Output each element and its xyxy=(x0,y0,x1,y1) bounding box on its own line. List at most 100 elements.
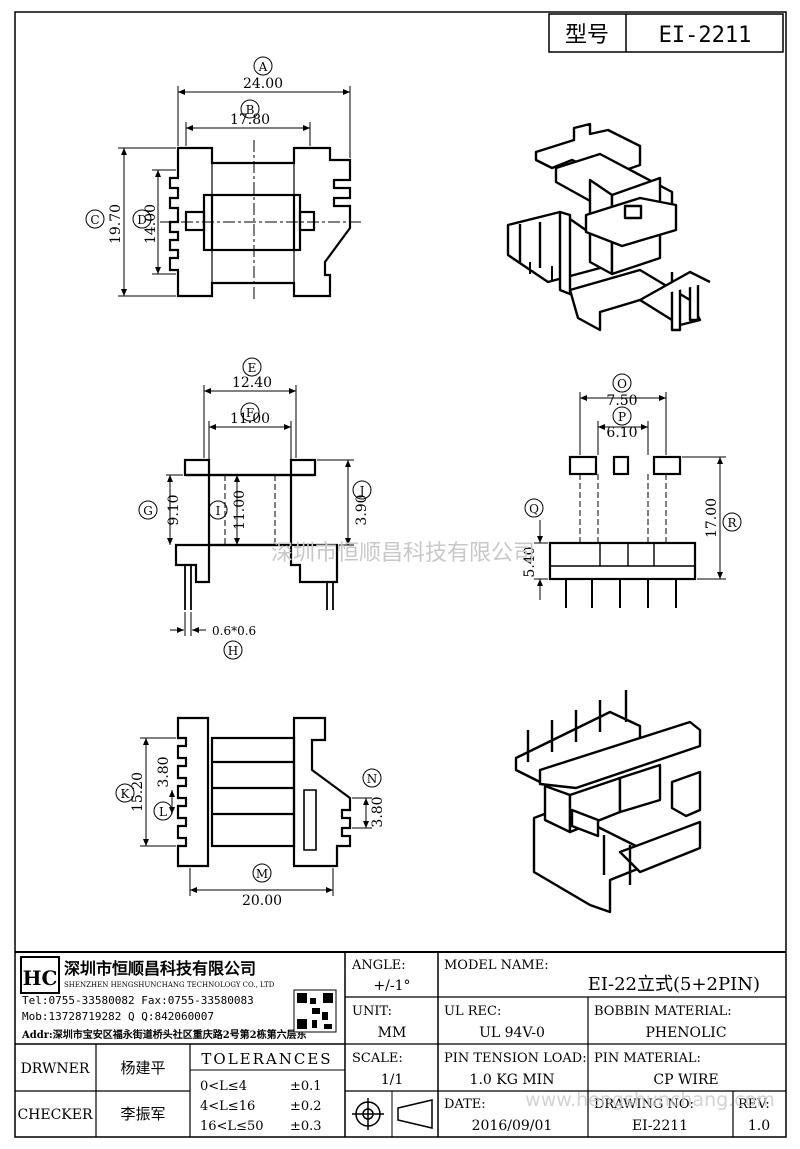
bottom-view xyxy=(176,716,352,868)
bottom-view-dims xyxy=(140,737,372,896)
bobbin-label: BOBBIN MATERIAL: xyxy=(594,1004,732,1019)
model-name-label: MODEL NAME: xyxy=(444,958,549,973)
pin-tension-value: 1.0 KG MIN xyxy=(470,1072,555,1088)
date-label: DATE: xyxy=(444,1097,486,1112)
checker-value: 李振军 xyxy=(120,1105,165,1123)
model-name-value: EI-22立式(5+2PIN) xyxy=(588,974,760,995)
svg-text:D: D xyxy=(137,213,147,227)
watermark-bottom: www.hengshunchang.com xyxy=(525,1089,775,1111)
drawing-no-label: DRAWING NO: xyxy=(594,1097,694,1112)
iso-view-top xyxy=(506,122,711,332)
drwner-value: 杨建平 xyxy=(120,1059,165,1077)
company-tel: Tel:0755-33580082 Fax:0755-33580083 xyxy=(22,994,254,1007)
drawing-no-value: EI-2211 xyxy=(632,1118,688,1134)
svg-text:H: H xyxy=(228,644,238,658)
sheet-border xyxy=(14,11,787,1138)
date-value: 2016/09/01 xyxy=(472,1118,553,1134)
model-header: 型号 EI-2211 xyxy=(548,13,784,53)
dim-j: 3.90 xyxy=(354,494,370,525)
unit-value: MM xyxy=(378,1025,407,1041)
svg-text:G: G xyxy=(143,504,153,518)
svg-text:J: J xyxy=(358,484,365,498)
dim-i: 11.00 xyxy=(232,490,248,530)
svg-text:M: M xyxy=(256,867,268,881)
pin-material-label: PIN MATERIAL: xyxy=(594,1051,701,1066)
iso-view-bottom xyxy=(514,690,702,914)
svg-text:HC: HC xyxy=(23,966,58,990)
pin-tension-label: PIN TENSION LOAD: xyxy=(444,1051,587,1066)
model-value: EI-2211 xyxy=(659,23,752,48)
company-addr: Addr:深圳市宝安区福永街道桥头社区重庆路2号第2栋第六层东 xyxy=(21,1028,307,1041)
tol-value-2: ±0.2 xyxy=(290,1099,322,1114)
title-block-grid xyxy=(15,951,786,1137)
dim-h: 0.6*0.6 xyxy=(212,624,256,638)
top-view-labels: A 24.00 B 17.80 C 19.70 D 14.00 xyxy=(85,56,283,244)
company-mob: Mob:13728719282 Q Q:842060007 xyxy=(22,1010,214,1023)
ul-value: UL 94V-0 xyxy=(479,1025,545,1041)
svg-text:P: P xyxy=(618,410,626,424)
svg-text:Q: Q xyxy=(529,502,539,516)
dim-l: 3.80 xyxy=(156,756,172,787)
svg-text:L: L xyxy=(159,805,167,819)
dim-r: 17.00 xyxy=(704,498,720,538)
svg-text:F: F xyxy=(246,406,254,420)
tol-value-3: ±0.3 xyxy=(290,1119,322,1134)
svg-text:R: R xyxy=(727,516,737,530)
company-block: HC 深圳市恒顺昌科技有限公司 SHENZHEN HENGSHUNCHANG T… xyxy=(20,956,337,1041)
ul-label: UL REC: xyxy=(444,1004,501,1019)
tol-range-3: 16<L≤50 xyxy=(200,1119,264,1134)
side-view xyxy=(548,455,697,608)
front-view xyxy=(174,458,339,610)
dim-o: 7.50 xyxy=(606,393,637,409)
top-view xyxy=(168,146,352,298)
svg-text:A: A xyxy=(258,60,268,74)
dim-b: 17.80 xyxy=(230,112,270,128)
angle-label: ANGLE: xyxy=(351,958,406,973)
angle-value: +/-1° xyxy=(373,978,410,994)
dim-p: 6.10 xyxy=(606,425,637,441)
front-view-dims xyxy=(166,385,354,636)
svg-text:I: I xyxy=(216,504,221,518)
qr-code-icon xyxy=(293,989,337,1033)
model-label: 型号 xyxy=(565,23,609,48)
rev-value: 1.0 xyxy=(748,1118,770,1134)
pin-material-value: CP WIRE xyxy=(653,1072,718,1088)
dim-n: 3.80 xyxy=(370,796,386,827)
dim-c: 19.70 xyxy=(108,204,124,244)
side-view-labels: O 7.50 P 6.10 Q 5.40 R 17.00 xyxy=(522,373,742,578)
drwner-label: DRWNER xyxy=(21,1061,90,1077)
checker-label: CHECKER xyxy=(17,1107,93,1123)
side-view-dims xyxy=(534,392,726,600)
svg-text:B: B xyxy=(246,103,255,117)
dim-g: 9.10 xyxy=(166,494,182,525)
rev-label: REV: xyxy=(738,1097,770,1112)
tol-range-2: 4<L≤16 xyxy=(200,1099,255,1114)
tolerances-label: TOLERANCES xyxy=(201,1050,332,1068)
front-view-labels: E 12.40 F 11.00 G 9.10 I 11.00 J 3.90 0.… xyxy=(138,357,372,660)
scale-label: SCALE: xyxy=(352,1051,403,1066)
dim-e: 12.40 xyxy=(232,375,272,391)
scale-value: 1/1 xyxy=(381,1072,404,1088)
svg-text:C: C xyxy=(90,213,99,227)
svg-text:N: N xyxy=(367,772,378,786)
tol-range-1: 0<L≤4 xyxy=(200,1079,247,1094)
svg-text:O: O xyxy=(617,377,627,391)
dim-k: 15.20 xyxy=(130,772,146,812)
company-logo xyxy=(20,956,60,994)
watermark-center: 深圳市恒顺昌科技有限公司 xyxy=(271,541,535,566)
bobbin-value: PHENOLIC xyxy=(645,1025,726,1041)
tol-value-1: ±0.1 xyxy=(290,1079,322,1094)
top-view-dims xyxy=(118,86,362,300)
dim-d: 14.00 xyxy=(143,204,159,244)
projection-symbol-icon xyxy=(352,1098,433,1130)
dim-m: 20.00 xyxy=(242,893,282,909)
company-name-cn: 深圳市恒顺昌科技有限公司 xyxy=(64,959,256,978)
svg-text:E: E xyxy=(248,361,257,375)
svg-text:K: K xyxy=(121,787,131,801)
company-name-en: SHENZHEN HENGSHUNCHANG TECHNOLOGY CO., L… xyxy=(64,981,275,989)
bottom-view-labels: K 15.20 L 3.80 N 3.80 M 20.00 xyxy=(115,756,386,909)
dim-a: 24.00 xyxy=(243,76,283,92)
dim-q: 5.40 xyxy=(522,546,538,577)
unit-label: UNIT: xyxy=(352,1004,392,1019)
